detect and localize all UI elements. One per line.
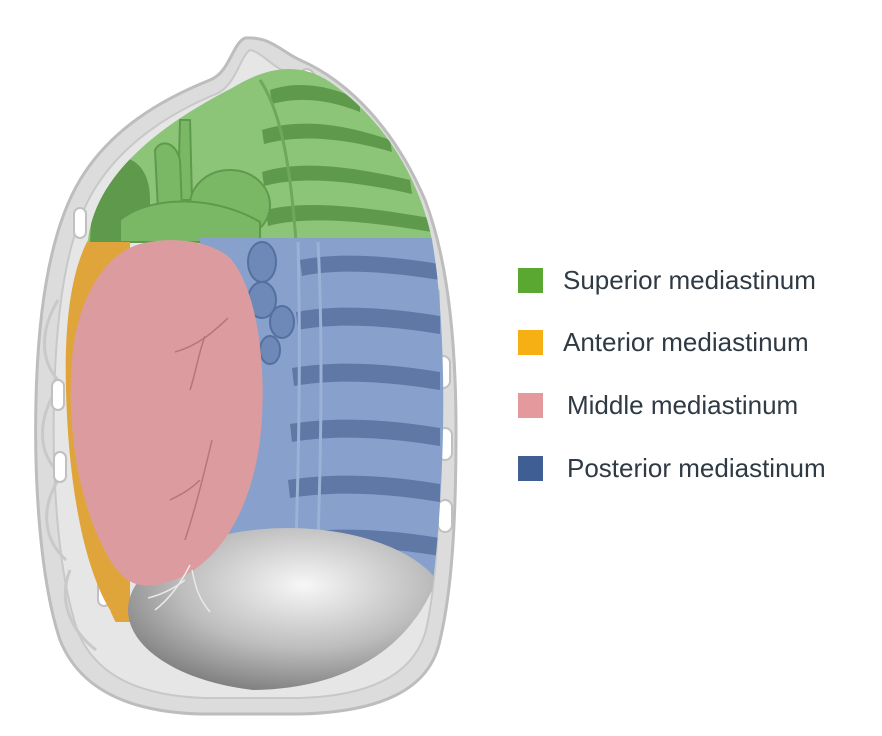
posterior-vessels [247, 241, 295, 365]
diaphragm [128, 528, 444, 691]
legend-swatch-anterior [518, 329, 543, 355]
legend-item-anterior: Anterior mediastinum [518, 324, 809, 360]
legend-item-middle: Middle mediastinum [518, 387, 798, 423]
legend-label-middle: Middle mediastinum [567, 389, 799, 420]
legend-item-posterior: Posterior mediastinum [518, 450, 826, 486]
coronary-vessels [169, 317, 229, 541]
legend-item-superior: Superior mediastinum [518, 262, 816, 298]
middle-mediastinum-region [70, 240, 263, 586]
legend-swatch-posterior [518, 455, 543, 481]
legend-label-superior: Superior mediastinum [563, 264, 816, 295]
thoracic-cavity-illustration [34, 36, 458, 716]
legend-label-anterior: Anterior mediastinum [563, 326, 809, 357]
legend-label-posterior: Posterior mediastinum [567, 452, 826, 483]
great-vessels [119, 119, 271, 243]
legend-swatch-middle [518, 392, 543, 418]
legend-swatch-superior [518, 267, 543, 293]
